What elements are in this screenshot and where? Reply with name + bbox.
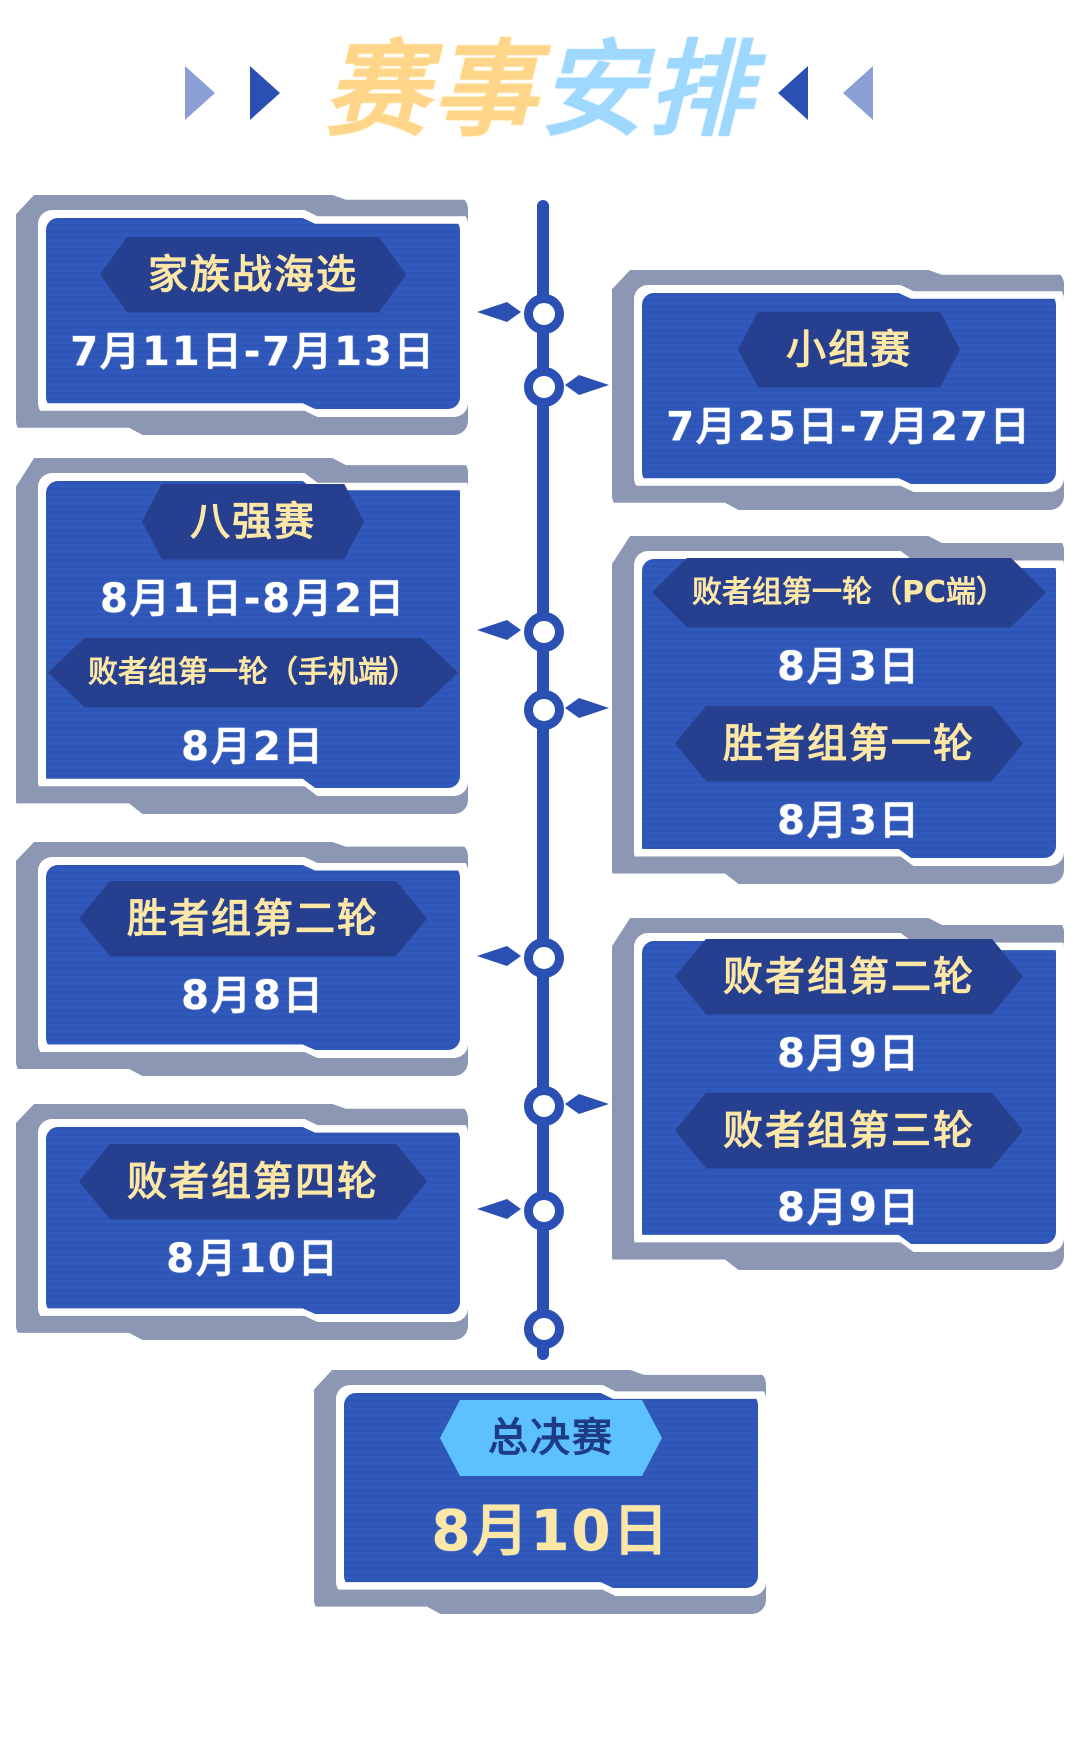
stage-name: 败者组第一轮（PC端） — [651, 557, 1046, 628]
pointer-right — [565, 375, 609, 395]
stage-date: 8月3日 — [777, 797, 921, 844]
stage-date: 7月25日-7月27日 — [666, 403, 1032, 450]
page-title: 赛事安排 — [0, 30, 1080, 150]
stage-card-group: 小组赛 7月25日-7月27日 — [612, 270, 1064, 510]
chevron-left-icon — [843, 66, 873, 120]
stage-name: 家族战海选 — [100, 236, 406, 313]
chevron-right-icon — [250, 66, 280, 120]
stage-date: 8月8日 — [181, 972, 325, 1019]
stage-name: 败者组第四轮 — [79, 1143, 427, 1220]
timeline-node — [524, 690, 564, 730]
stage-name: 败者组第一轮（手机端） — [48, 637, 458, 708]
pointer-right — [565, 698, 609, 718]
pointer-left — [477, 620, 521, 640]
timeline-node — [524, 1086, 564, 1126]
timeline-node — [524, 1309, 564, 1349]
title-part-2: 安排 — [540, 29, 757, 151]
stage-date: 8月10日 — [431, 1499, 671, 1564]
chevron-left-icon — [778, 66, 808, 120]
chevron-right-icon — [185, 66, 215, 120]
stage-date: 8月3日 — [777, 643, 921, 690]
stage-name: 败者组第二轮 — [675, 938, 1023, 1015]
stage-name: 八强赛 — [142, 483, 364, 560]
timeline-node — [524, 938, 564, 978]
pointer-left — [477, 946, 521, 966]
pointer-left — [477, 302, 521, 322]
timeline-node — [524, 294, 564, 334]
stage-date: 8月9日 — [777, 1184, 921, 1231]
pointer-left — [477, 1199, 521, 1219]
stage-card-losers-round2-3: 败者组第二轮 8月9日 败者组第三轮 8月9日 — [612, 918, 1064, 1270]
stage-name: 胜者组第一轮 — [675, 705, 1023, 782]
pointer-right — [565, 1094, 609, 1114]
stage-card-winners-round2: 胜者组第二轮 8月8日 — [16, 842, 468, 1076]
stage-card-round1: 败者组第一轮（PC端） 8月3日 胜者组第一轮 8月3日 — [612, 536, 1064, 884]
stage-card-losers-round4: 败者组第四轮 8月10日 — [16, 1104, 468, 1340]
timeline-node — [524, 1191, 564, 1231]
stage-date: 8月1日-8月2日 — [100, 575, 406, 622]
stage-name: 胜者组第二轮 — [79, 880, 427, 957]
timeline-line — [537, 200, 549, 1360]
stage-date: 7月11日-7月13日 — [70, 328, 436, 375]
timeline-node — [524, 367, 564, 407]
stage-date: 8月10日 — [166, 1235, 340, 1282]
stage-name: 小组赛 — [738, 311, 960, 388]
stage-date: 8月9日 — [777, 1030, 921, 1077]
title-part-1: 赛事 — [323, 29, 540, 151]
stage-card-top8: 八强赛 8月1日-8月2日 败者组第一轮（手机端） 8月2日 — [16, 458, 468, 814]
stage-date: 8月2日 — [181, 723, 325, 770]
stage-name: 总决赛 — [440, 1400, 662, 1476]
stage-card-final: 总决赛 8月10日 — [314, 1370, 766, 1614]
header: 赛事安排 — [0, 30, 1080, 150]
stage-card-family-audition: 家族战海选 7月11日-7月13日 — [16, 195, 468, 435]
stage-name: 败者组第三轮 — [675, 1092, 1023, 1169]
timeline-node — [524, 612, 564, 652]
